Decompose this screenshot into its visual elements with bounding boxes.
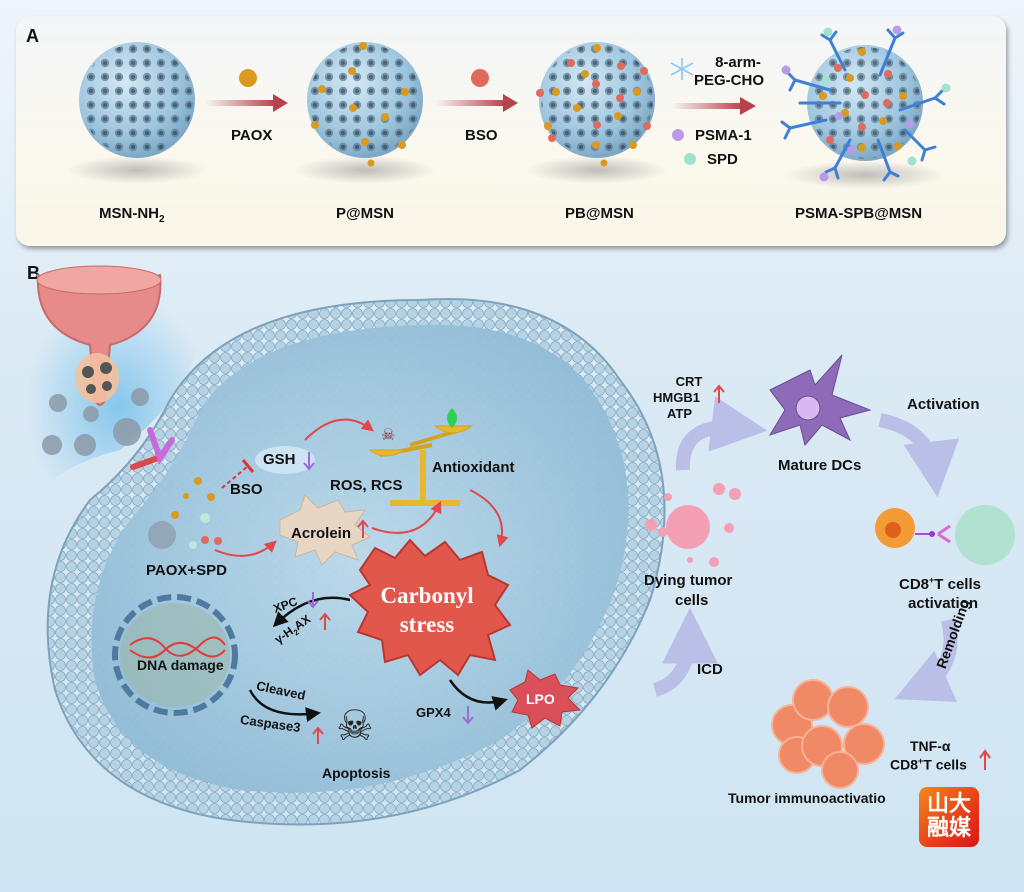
paox-molecule-icon xyxy=(239,69,257,87)
t-cell-activation-icon xyxy=(875,505,1015,565)
label-tumor-immunoactivation: Tumor immunoactivatio xyxy=(728,790,886,806)
label-spd: SPD xyxy=(707,151,738,168)
msn-nh2-sphere xyxy=(67,42,207,184)
label-apoptosis: Apoptosis xyxy=(322,765,391,781)
label-activation: Activation xyxy=(907,396,980,413)
drug-particles xyxy=(148,477,222,549)
activation-arrow xyxy=(878,413,960,498)
glow-region xyxy=(25,292,210,520)
carbonyl-stress-blob xyxy=(348,538,512,677)
label-tnf-alpha: TNF-α xyxy=(910,738,951,754)
watermark-logo: 山大 融媒 xyxy=(919,787,979,847)
label-crt: CRT xyxy=(675,374,703,389)
label-msn-nh2: MSN-NH2 xyxy=(99,205,165,225)
arrow-peg xyxy=(670,58,756,165)
label-dying-cells: cells xyxy=(675,592,709,609)
dying-tumor-cell-icon xyxy=(645,483,741,567)
p-msn-sphere xyxy=(295,42,435,184)
label-gpx4: GPX4 xyxy=(416,705,451,720)
antibody-receptor-icon xyxy=(130,427,175,470)
caspase-up-arrow-icon xyxy=(312,726,324,744)
bladder-icon xyxy=(36,265,162,406)
label-bso: BSO xyxy=(465,127,498,144)
label-atp: ATP xyxy=(667,406,693,421)
label-p-msn: P@MSN xyxy=(336,205,394,222)
arrow-paox xyxy=(205,69,288,112)
label-antioxidant: Antioxidant xyxy=(432,459,515,476)
damp-up-arrow-icon xyxy=(713,384,725,403)
balance-scale-icon xyxy=(368,425,474,506)
gpx4-down-arrow-icon xyxy=(462,706,474,725)
acrolein-up-arrow-icon xyxy=(357,519,369,538)
snowflake-icon xyxy=(670,58,694,80)
label-dna-damage: DNA damage xyxy=(137,657,224,673)
label-lpo: LPO xyxy=(526,691,555,707)
nucleus-icon xyxy=(112,594,238,716)
label-carbonyl: Carbonyl xyxy=(380,583,474,608)
h2ax-up-arrow-icon xyxy=(319,612,331,630)
skull-small-icon: ☠ xyxy=(381,427,395,444)
label-icd: ICD xyxy=(697,661,723,678)
label-cd8-t-cells: CD8+T cells xyxy=(899,575,981,593)
label-peg-line2: PEG-CHO xyxy=(694,72,765,89)
label-stress: stress xyxy=(399,612,455,637)
label-ros-rcs: ROS, RCS xyxy=(330,477,403,494)
dendritic-cell-icon xyxy=(768,354,872,447)
label-dying-tumor: Dying tumor xyxy=(644,572,733,589)
label-hmgb1: HMGB1 xyxy=(653,390,700,405)
psma-legend-dot xyxy=(672,129,684,141)
pb-msn-sphere xyxy=(527,42,667,184)
bso-molecule-icon xyxy=(471,69,489,87)
acrolein-burst xyxy=(279,494,371,566)
gsh-down-arrow-icon xyxy=(303,452,315,471)
label-paox-spd: PAOX+SPD xyxy=(146,562,227,579)
skull-icon: ☠ xyxy=(336,702,374,749)
label-gsh: GSH xyxy=(263,451,296,468)
icd-arrow xyxy=(652,607,718,697)
psma-spb-msn-sphere xyxy=(780,25,951,189)
panel-a-letter: A xyxy=(26,26,39,46)
bso-inhibition-line xyxy=(221,465,249,489)
label-paox: PAOX xyxy=(231,127,273,144)
label-cd8-t-cells-up: CD8+T cells xyxy=(890,756,967,773)
label-acrolein: Acrolein xyxy=(291,525,352,542)
remolding-arrow xyxy=(894,618,958,702)
tnf-up-arrow-icon xyxy=(979,749,991,770)
cytoplasm xyxy=(91,324,629,793)
nanoparticles xyxy=(42,388,149,456)
watermark-line2: 融媒 xyxy=(926,816,971,841)
label-psma-spb-msn: PSMA-SPB@MSN xyxy=(795,205,923,222)
label-peg-line1: 8-arm- xyxy=(715,54,761,71)
label-pb-msn: PB@MSN xyxy=(565,205,634,222)
spd-legend-dot xyxy=(684,153,696,165)
watermark-line1: 山大 xyxy=(926,792,971,817)
panel-b-letter: B xyxy=(27,263,40,283)
label-cd8-activation: activation xyxy=(908,595,979,612)
antioxidant-shield-icon xyxy=(447,408,457,428)
xpc-down-arrow-icon xyxy=(307,592,319,609)
label-mature-dcs: Mature DCs xyxy=(778,457,862,474)
lpo-burst xyxy=(509,669,582,729)
label-psma-1: PSMA-1 xyxy=(695,127,752,144)
panel-a-graphics xyxy=(67,25,951,189)
label-bso-inhibitor: BSO xyxy=(230,481,263,498)
gsh-bubble xyxy=(255,446,315,474)
arrow-bso xyxy=(435,69,518,112)
damp-arrow xyxy=(675,396,768,471)
tumor-cluster-icon xyxy=(771,679,885,789)
